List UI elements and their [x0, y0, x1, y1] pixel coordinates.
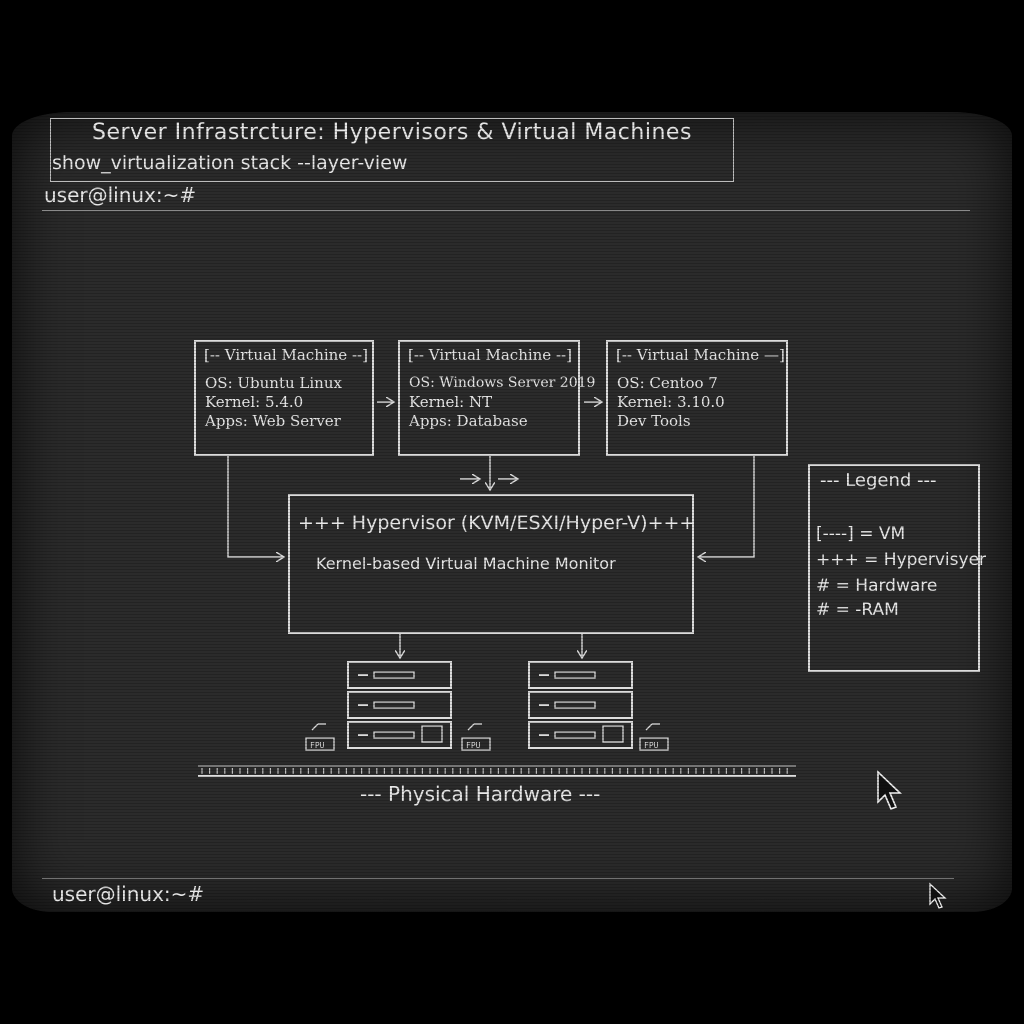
- divider-bottom: [42, 878, 954, 879]
- vm-header: [-- Virtual Machine --]: [408, 346, 572, 364]
- chip-icon: [305, 723, 335, 751]
- hardware-bus-bar: [198, 765, 796, 777]
- arrow-icon: [227, 456, 284, 557]
- chip-icon: [639, 723, 669, 751]
- hypervisor-box[interactable]: +++ Hypervisor (KVM/ESXI/Hyper-V)+++ Ker…: [288, 494, 696, 634]
- arrow-icon: [698, 456, 755, 557]
- chip-label: FPU: [644, 741, 659, 750]
- hypervisor-subtitle: Kernel-based Virtual Machine Monitor: [316, 554, 616, 573]
- hardware-label: --- Physical Hardware ---: [360, 782, 601, 806]
- vm-header: [-- Virtual Machine —]: [616, 346, 785, 364]
- chip-label: FPU: [310, 741, 325, 750]
- chip-icon: [461, 723, 491, 751]
- legend-item: # = -RAM: [816, 600, 899, 620]
- title-box: [50, 118, 734, 182]
- legend-item: # = Hardware: [816, 576, 938, 596]
- legend-title: --- Legend ---: [820, 470, 937, 491]
- vm-os: OS: Centoo 7: [617, 374, 718, 392]
- vm-kernel: Kernel: NT: [409, 393, 493, 411]
- server-rack-icon: [347, 661, 452, 749]
- vm-header: [-- Virtual Machine --]: [204, 346, 368, 364]
- legend-item: [----] = VM: [816, 524, 906, 544]
- chip-label: FPU: [466, 741, 481, 750]
- diagram-graphics: FPU FPU FPU: [198, 112, 947, 909]
- vm-box-windows[interactable]: [-- Virtual Machine --] OS: Windows Serv…: [398, 340, 595, 456]
- vm-kernel: Kernel: 5.4.0: [205, 393, 304, 411]
- server-rack-icon: [528, 661, 633, 749]
- command-line: show_virtualization stack --layer-view: [52, 152, 408, 174]
- diagram-title: Server Infrastrcture: Hypervisors & Virt…: [92, 120, 692, 145]
- vm-apps: Apps: Web Server: [205, 412, 341, 430]
- mouse-cursor-icon: [929, 882, 947, 909]
- prompt-top[interactable]: user@linux:~#: [44, 183, 197, 207]
- legend-box: --- Legend --- [----] = VM +++ = Hypervi…: [808, 464, 986, 672]
- vm-apps: Apps: Database: [409, 412, 528, 430]
- mouse-cursor-icon: [877, 770, 902, 811]
- vm-kernel: Kernel: 3.10.0: [617, 393, 725, 411]
- terminal-screen: Server Infrastrcture: Hypervisors & Virt…: [12, 112, 1012, 912]
- vm-os: OS: Ubuntu Linux: [205, 374, 342, 392]
- divider-top: [42, 210, 970, 211]
- vm-box-centos[interactable]: [-- Virtual Machine —] OS: Centoo 7 Kern…: [606, 340, 788, 456]
- legend-item: +++ = Hypervisyer: [816, 550, 987, 570]
- vm-os: OS: Windows Server 2019: [409, 375, 596, 391]
- prompt-bottom[interactable]: user@linux:~#: [52, 882, 205, 906]
- hypervisor-title: +++ Hypervisor (KVM/ESXI/Hyper-V)+++: [298, 512, 696, 534]
- vm-box-ubuntu[interactable]: [-- Virtual Machine --] OS: Ubuntu Linux…: [194, 340, 374, 456]
- vm-apps: Dev Tools: [617, 412, 691, 430]
